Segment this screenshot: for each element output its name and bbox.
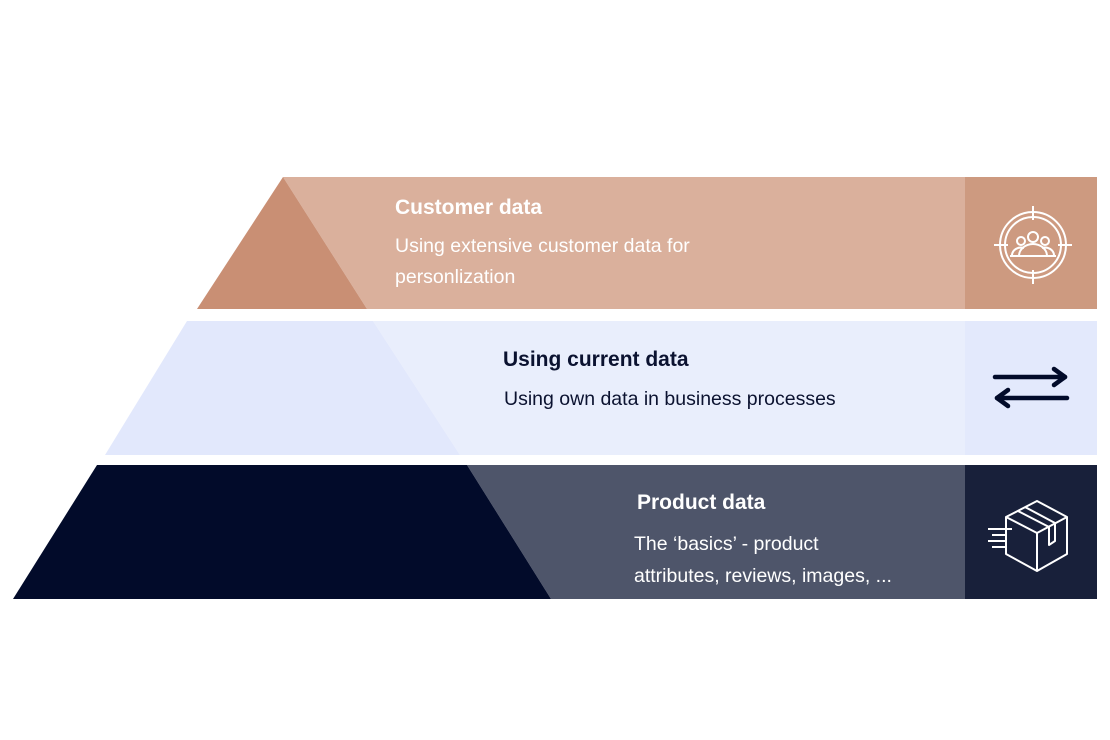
level-description-line: Using extensive customer data for xyxy=(395,235,690,257)
pyramid-level-customer-data: Customer data Using extensive customer d… xyxy=(197,177,1097,309)
package-box-icon xyxy=(988,500,1068,572)
level-description-line: The ‘basics’ - product xyxy=(634,533,819,555)
level-description-line: attributes, reviews, images, ... xyxy=(634,565,892,587)
level-title: Customer data xyxy=(395,196,542,219)
pyramid-segment xyxy=(13,465,551,599)
level-description-line: Using own data in business processes xyxy=(504,388,836,410)
level-title: Using current data xyxy=(503,348,689,371)
level-band xyxy=(373,321,965,455)
target-people-icon xyxy=(994,206,1072,284)
icon-box xyxy=(965,177,1097,309)
level-band xyxy=(283,177,965,309)
pyramid-segment xyxy=(105,321,460,455)
level-description-line: personlization xyxy=(395,266,515,288)
level-band xyxy=(467,465,965,599)
pyramid-segment xyxy=(197,177,367,309)
icon-box xyxy=(965,321,1097,455)
exchange-arrows-icon xyxy=(992,366,1070,409)
pyramid-level-product-data: Product data The ‘basics’ - product attr… xyxy=(13,465,1097,599)
pyramid-level-current-data: Using current data Using own data in bus… xyxy=(105,321,1097,455)
level-title: Product data xyxy=(637,491,766,514)
icon-box xyxy=(965,465,1097,599)
